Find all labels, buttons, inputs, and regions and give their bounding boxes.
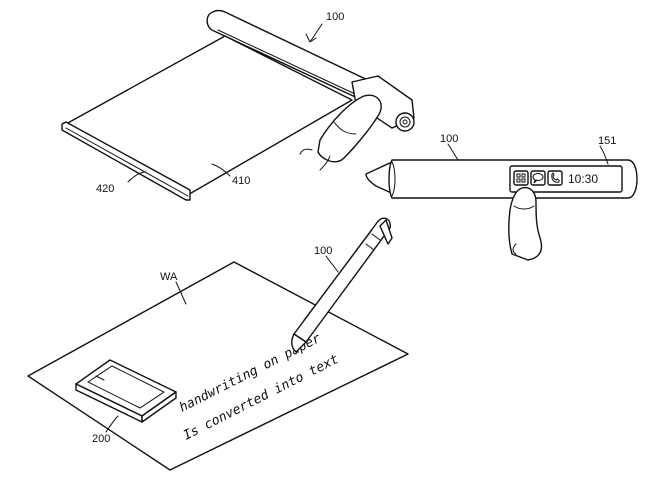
finger-touching-display [507, 186, 543, 261]
grid-app-icon[interactable] [513, 170, 529, 186]
pen-button [395, 112, 415, 132]
ref-label-100-pen: 100 [314, 245, 332, 257]
writing-scene: handwriting on paper Is converted into t… [27, 217, 409, 471]
rollable-pen-assembly: 100 420 410 [61, 9, 415, 201]
ref-label-410: 410 [232, 175, 250, 187]
ref-label-wa: WA [160, 271, 178, 283]
ref-label-151: 151 [598, 135, 616, 147]
pen-with-display: 10:30 100 151 [365, 133, 638, 261]
ref-label-420: 420 [96, 183, 114, 195]
writing-pen-tip [291, 333, 307, 353]
pen-display-time: 10:30 [568, 172, 598, 186]
ref-label-200: 200 [92, 433, 110, 445]
hand-pulling [317, 94, 382, 163]
phone-icon[interactable] [547, 170, 563, 186]
ref-label-100-right: 100 [440, 133, 458, 145]
ref-label-100-top: 100 [326, 11, 344, 23]
paper-wa [27, 261, 409, 471]
chat-icon[interactable] [530, 170, 546, 186]
smartphone-200 [75, 359, 177, 423]
writing-pen-body [293, 217, 391, 343]
writing-pen-clip [379, 219, 393, 245]
